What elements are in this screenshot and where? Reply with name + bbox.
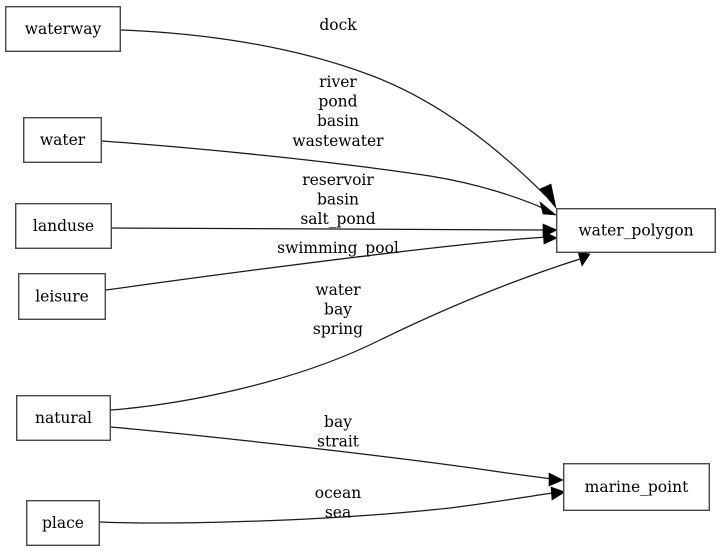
node-label: marine_point — [585, 478, 689, 496]
edge-place-to-marine_point — [99, 486, 566, 524]
edge-labels-layer: dockriverpondbasinwastewaterreservoirbas… — [277, 16, 399, 522]
edge-label: pond — [318, 93, 357, 111]
node-marine_point[interactable]: marine_point — [563, 463, 711, 512]
edge-line — [120, 29, 547, 197]
arrowhead-icon — [539, 183, 557, 209]
node-box[interactable] — [563, 463, 711, 512]
node-label: leisure — [35, 288, 89, 306]
node-place[interactable]: place — [26, 500, 100, 547]
edge-label: bay — [324, 301, 352, 319]
node-label: natural — [35, 409, 92, 427]
node-waterway[interactable]: waterway — [4, 5, 121, 52]
edge-label: river — [319, 73, 357, 91]
arrowhead-icon — [539, 201, 557, 216]
edge-label: bay — [324, 413, 352, 431]
edge-waterway-to-water_polygon — [120, 29, 557, 209]
edges-layer — [99, 29, 591, 524]
edge-line — [105, 236, 547, 291]
edge-label: swimming_pool — [277, 239, 399, 257]
edge-line — [101, 140, 546, 210]
edge-label: water — [315, 281, 361, 299]
edge-natural-to-water_polygon — [110, 251, 591, 411]
node-water[interactable]: water — [23, 116, 102, 163]
node-box[interactable] — [4, 5, 121, 52]
edge-label-group-waterway-to-water_polygon: dock — [319, 16, 357, 34]
node-label: waterway — [25, 20, 102, 38]
edge-leisure-to-water_polygon — [105, 230, 558, 291]
edge-label: basin — [317, 191, 359, 209]
node-box[interactable] — [14, 202, 112, 249]
edge-line — [110, 426, 553, 480]
node-label: place — [42, 514, 84, 532]
edge-label-group-natural-to-marine_point: bay strait — [317, 413, 360, 451]
arrowhead-icon — [542, 230, 558, 245]
node-box[interactable] — [16, 395, 111, 442]
edge-water-to-water_polygon — [101, 140, 557, 216]
edge-label: dock — [319, 16, 357, 34]
node-box[interactable] — [26, 500, 100, 547]
edge-label: basin — [317, 112, 359, 130]
node-box[interactable] — [18, 273, 106, 321]
node-water_polygon[interactable]: water_polygon — [556, 207, 717, 253]
edge-line — [111, 227, 547, 231]
node-label: water — [40, 131, 86, 149]
node-natural[interactable]: natural — [16, 395, 111, 442]
edge-natural-to-marine_point — [110, 426, 564, 487]
arrowhead-icon — [577, 251, 591, 267]
node-box[interactable] — [556, 207, 717, 253]
edge-line — [99, 492, 553, 524]
edge-label: reservoir — [302, 171, 374, 189]
edge-label: spring — [313, 320, 363, 338]
edge-label-group-leisure-to-water_polygon: swimming_pool — [277, 239, 399, 257]
edge-label: strait — [317, 433, 360, 451]
edge-label: sea — [325, 504, 351, 522]
node-label: water_polygon — [578, 222, 693, 240]
edge-label-group-place-to-marine_point: ocean sea — [315, 484, 361, 522]
edge-label: ocean — [315, 484, 361, 502]
nodes-layer: waterway water landuse leisure natural place w… — [4, 5, 717, 547]
node-label: landuse — [33, 217, 94, 235]
node-leisure[interactable]: leisure — [18, 273, 106, 321]
arrowhead-icon — [548, 472, 564, 487]
edge-label: salt_pond — [300, 210, 375, 228]
node-box[interactable] — [23, 116, 102, 163]
arrowhead-icon — [550, 486, 566, 501]
edge-label: wastewater — [292, 132, 384, 150]
edge-line — [110, 258, 581, 411]
node-landuse[interactable]: landuse — [14, 202, 112, 249]
